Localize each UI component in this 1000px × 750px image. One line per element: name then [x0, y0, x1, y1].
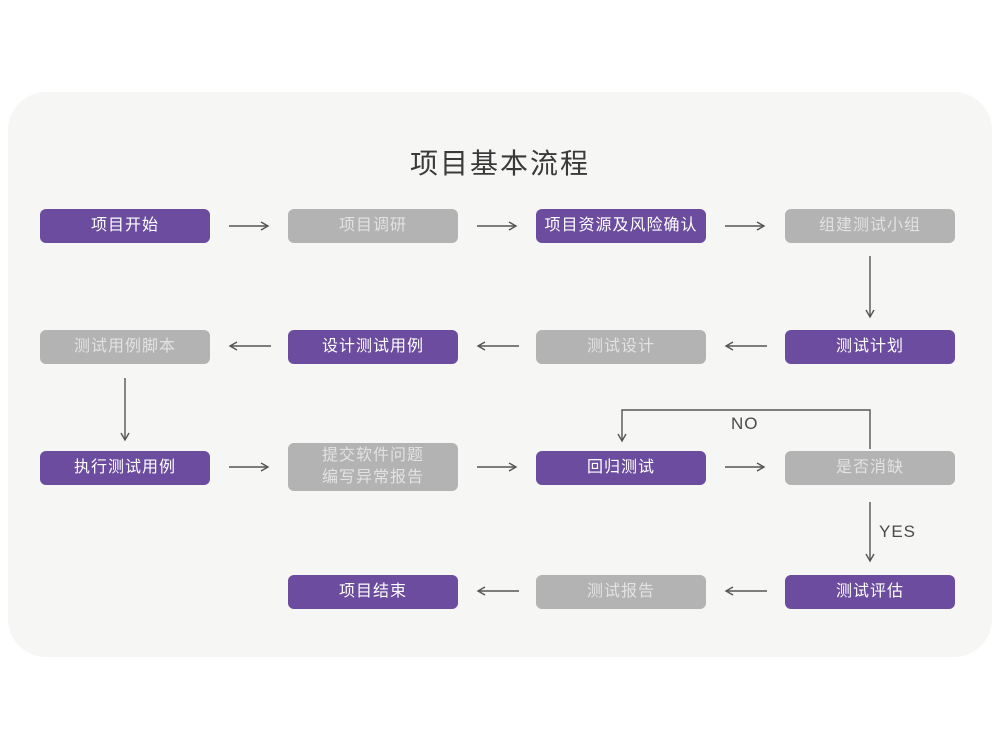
flow-node-project-research: 项目调研	[288, 209, 458, 243]
flow-node-resource-risk: 项目资源及风险确认	[536, 209, 706, 243]
flow-node-build-test-team: 组建测试小组	[785, 209, 955, 243]
flow-node-project-end: 项目结束	[288, 575, 458, 609]
branch-label-yes: YES	[879, 522, 917, 541]
flow-node-project-start: 项目开始	[40, 209, 210, 243]
flow-node-execute-test-case: 执行测试用例	[40, 451, 210, 485]
flow-node-regression-test: 回归测试	[536, 451, 706, 485]
flow-node-test-evaluate: 测试评估	[785, 575, 955, 609]
flow-node-test-report: 测试报告	[536, 575, 706, 609]
flow-node-submit-issue-report: 提交软件问题 编写异常报告	[288, 443, 458, 491]
flow-node-design-test-case: 设计测试用例	[288, 330, 458, 364]
flow-node-test-design: 测试设计	[536, 330, 706, 364]
flow-node-test-case-script: 测试用例脚本	[40, 330, 210, 364]
flowchart-card	[8, 92, 992, 657]
page-title: 项目基本流程	[409, 148, 590, 179]
branch-label-no: NO	[731, 414, 759, 433]
flow-node-defect-cleared: 是否消缺	[785, 451, 955, 485]
flow-node-test-plan: 测试计划	[785, 330, 955, 364]
